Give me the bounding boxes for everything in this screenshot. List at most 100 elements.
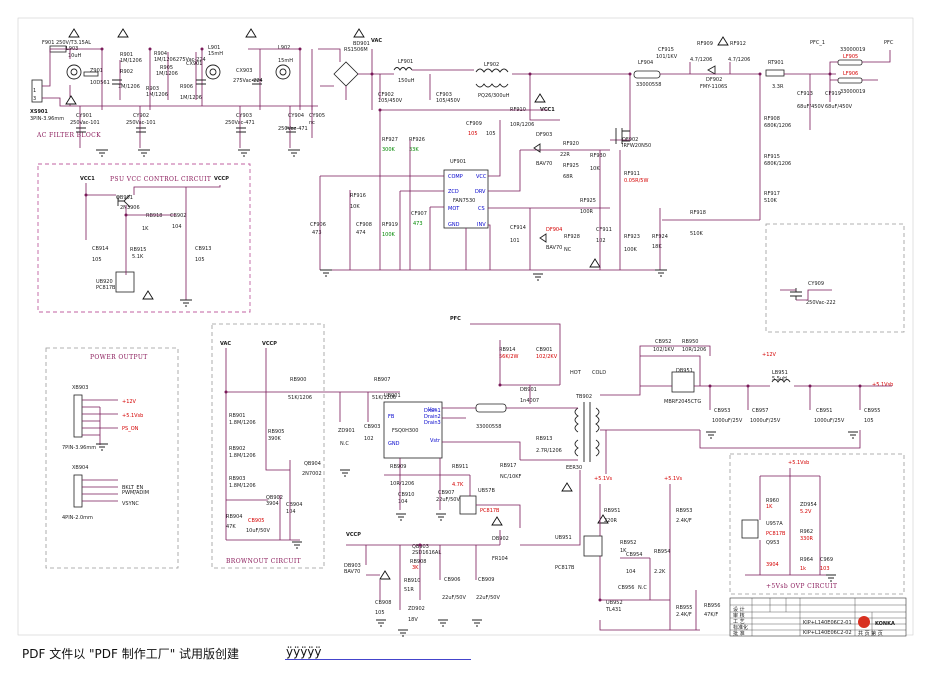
- cb903-value: 102: [364, 436, 374, 442]
- footer-link[interactable]: ÿÿÿÿÿ: [286, 645, 322, 659]
- rb954-ref: RB954: [654, 549, 670, 555]
- pfc-output: LF904 33000558 CF915 101/1KV RF909 4.7/1…: [633, 40, 894, 237]
- zd902-value: 18V: [408, 617, 418, 623]
- cb914-ref: CB914: [92, 246, 108, 252]
- rf918-value: 510K: [690, 231, 704, 237]
- cf911-value: 102: [596, 238, 606, 244]
- rb950-value: 10R/1206: [682, 347, 706, 353]
- rb902-ref: RB902: [229, 446, 245, 452]
- qf902-value: IRFW20N50: [622, 143, 651, 149]
- cf903-ref: CF903: [436, 92, 452, 98]
- lf902-ref: LF902: [484, 62, 499, 68]
- warning-icon: [534, 93, 546, 103]
- net-5vs-a: +5.1Vs: [594, 476, 613, 482]
- secondary-output: CB952 102/1KV RB950 10R/1206 DB951 MBRF2…: [600, 339, 893, 474]
- uf901-pin-vcc: VCC: [476, 174, 487, 180]
- cb905-value: 10uF/50V: [246, 528, 270, 534]
- cf902-ref: CF902: [378, 92, 394, 98]
- df902-value: FMY-1106S: [700, 84, 727, 90]
- rf925-ref: RF925: [563, 163, 579, 169]
- rb913-value: 2.7R/1206: [536, 448, 562, 454]
- rb911-value: 4.7K: [452, 482, 464, 488]
- warning-icon: [142, 290, 154, 300]
- junction-dots: [84, 47, 862, 602]
- cb951-value: 1000uF/25V: [814, 418, 845, 424]
- warning-icon: [117, 28, 129, 38]
- tb902-windings: [574, 407, 600, 457]
- ovp-block: +5Vsb OVP CIRCUIT +5.1Vsb R960 1K ZD954 …: [729, 453, 905, 595]
- net-12v: +12V: [122, 399, 137, 405]
- cb906-ref: CB906: [444, 577, 460, 583]
- cf913-value: 68uF/450V: [797, 104, 825, 110]
- qb901-value: 2N3906: [120, 205, 140, 211]
- diode-symbols: [533, 143, 547, 243]
- r901-ref: R901: [120, 52, 133, 58]
- rf926-value: 33K: [409, 147, 419, 153]
- rb956-value: 47K/F: [704, 612, 718, 618]
- rf924-value: 18K: [652, 244, 662, 250]
- cb955-value: 105: [864, 418, 874, 424]
- svg-text:Drain1: Drain1: [424, 408, 441, 414]
- xb903-value: 7PIN-3.96mm: [62, 445, 96, 451]
- cx903-value: 275Vac-224: [233, 78, 263, 84]
- rf909-ref: RF909: [697, 41, 713, 47]
- cy901-value: 250Vac-101: [70, 120, 100, 126]
- tb-row-1: 设 计: [733, 606, 745, 613]
- rf920-value: 22R: [560, 152, 570, 158]
- cy901-ref: CY901: [76, 113, 92, 119]
- xs901-connector: [31, 79, 43, 103]
- r960-ref: R960: [766, 498, 779, 504]
- r901-value: 1M/1206: [120, 58, 142, 64]
- cf906-ref: CF906: [310, 222, 326, 228]
- r902-value: 1M/1206: [118, 84, 140, 90]
- db902-value: FR104: [492, 556, 508, 562]
- rb901-ref: RB901: [229, 413, 245, 419]
- cf902-value: 105/450V: [378, 98, 403, 104]
- rf925-value: 68R: [563, 174, 573, 180]
- rb907-ref: RB907: [374, 377, 390, 383]
- rb900-value: 51K/1206: [288, 395, 312, 401]
- svg-text:Drain2: Drain2: [424, 414, 441, 420]
- df903-ref: DF903: [536, 132, 552, 138]
- rf926-ref: RF926: [409, 137, 425, 143]
- rf930-value: 10K: [590, 166, 600, 172]
- bd901-ref: BD901: [353, 41, 370, 47]
- lf906-ref: LF906: [843, 71, 858, 77]
- rb908-value: 3K: [412, 565, 419, 571]
- r906-ref: R906: [180, 84, 193, 90]
- warning-triangles: [65, 28, 729, 580]
- net-bklt-en: BKLT_EN: [122, 485, 144, 491]
- cf913-ref: CF913: [797, 91, 813, 97]
- l901-value: 15mH: [208, 51, 223, 57]
- cb903-ref: CB903: [364, 424, 380, 430]
- rb909-ref: RB909: [390, 464, 406, 470]
- rb909-value: 10R/1206: [390, 481, 414, 487]
- qb903-value: 2SD1616AL: [412, 550, 441, 556]
- rb910-ref: RB910: [404, 578, 420, 584]
- rf927-ref: RF927: [382, 137, 398, 143]
- cf909-value: 105: [468, 131, 478, 137]
- f901-value: 250V/T3.15AL: [56, 40, 91, 46]
- zd902-ref: ZD902: [408, 606, 425, 612]
- net-vac-b: VAC: [220, 341, 231, 347]
- z901-ref: Z901: [90, 68, 103, 74]
- cb953-ref: CB953: [714, 408, 730, 414]
- cf914-value: 101: [510, 238, 520, 244]
- cf907-value: 473: [413, 221, 423, 227]
- flyback-stage: PFC RB914 56K/2W CB901 102/2KV DB901 1n4…: [338, 316, 606, 562]
- qb904-value: 2N7002: [302, 471, 322, 477]
- tb-row-3: 工 艺: [733, 619, 745, 625]
- r964-ref: R964: [800, 557, 813, 563]
- brownout-label: BROWNOUT CIRCUIT: [226, 558, 301, 565]
- label-cold: COLD: [592, 370, 606, 376]
- rb915-value: 5.1K: [132, 254, 144, 260]
- df903-value: BAV70: [536, 161, 552, 167]
- df904-value: BAV70: [546, 245, 562, 251]
- qb901-transistor: [117, 194, 131, 208]
- rb955-value: 2.4K/F: [676, 612, 692, 618]
- warning-icon: [589, 258, 601, 268]
- cb902-value: 104: [172, 224, 182, 230]
- rb955-ref: RB955: [676, 605, 692, 611]
- rf919-ref: RF919: [382, 222, 398, 228]
- db903-value: BAV70: [344, 569, 360, 575]
